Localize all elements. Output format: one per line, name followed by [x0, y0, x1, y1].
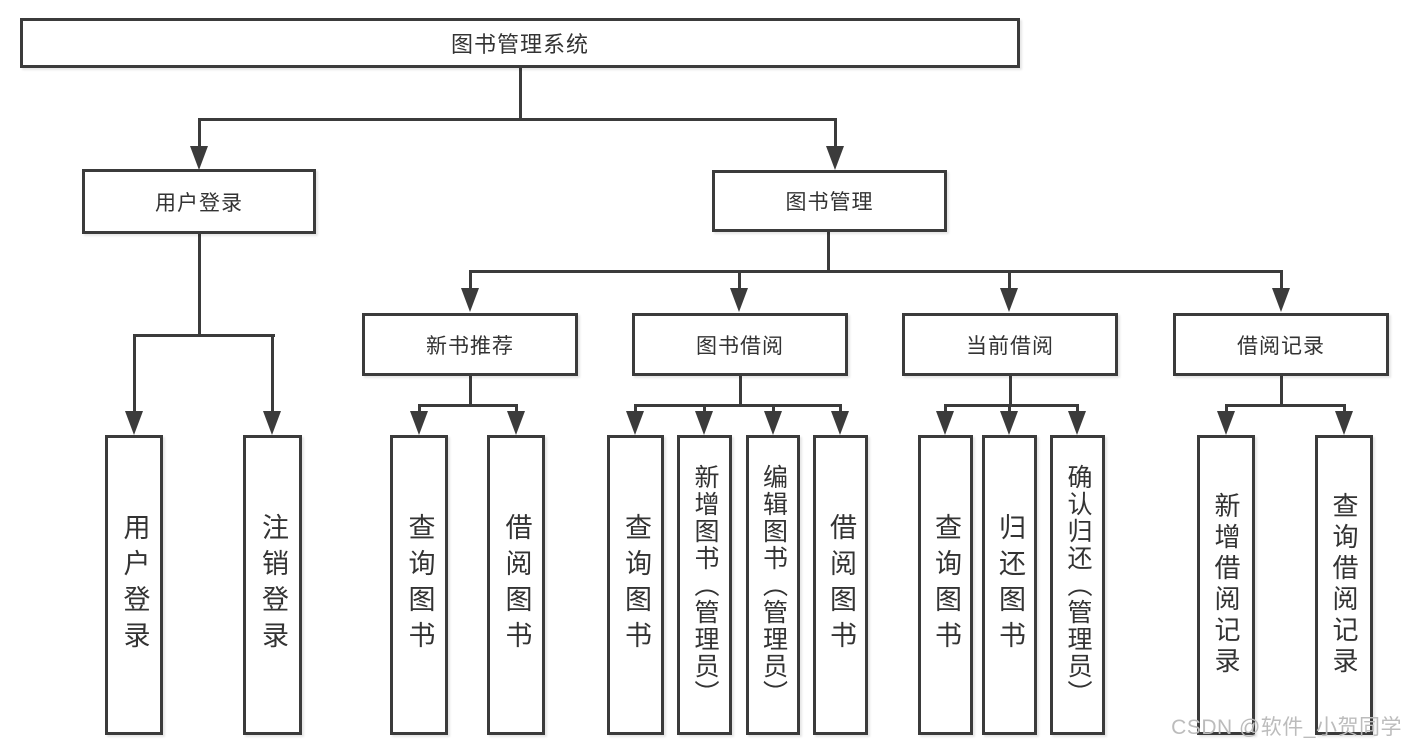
edge-root-stem: [519, 66, 522, 120]
arrowhead-down-icon: [764, 411, 782, 435]
leaf-query-book-rec: 查询图书: [390, 435, 448, 735]
edge-current-borrow-bar: [944, 404, 1079, 407]
leaf-borrow-book-rec-label: 借阅图书: [501, 513, 532, 657]
edge-stub: [839, 404, 842, 413]
arrowhead-down-icon: [936, 411, 954, 435]
leaf-borrow-book-rec: 借阅图书: [487, 435, 545, 735]
arrowhead-down-icon: [461, 288, 479, 312]
leaf-edit-book-admin: 编辑图书（管理员）: [746, 435, 800, 735]
edge-book-borrow-bar: [634, 404, 842, 407]
leaf-confirm-return-admin: 确认归还（管理员）: [1050, 435, 1105, 735]
arrowhead-down-icon: [1272, 288, 1290, 312]
csdn-watermark: CSDN @软件_小贺同学: [1171, 716, 1402, 739]
edge-stub: [1225, 404, 1228, 413]
edge-stub: [944, 404, 947, 413]
node-current-borrow: 当前借阅: [902, 313, 1118, 376]
edge-to-current-borrow: [1008, 270, 1011, 289]
edge-stub: [1076, 404, 1079, 413]
edge-borrow-records-stem: [1280, 374, 1283, 407]
leaf-user-login-label: 用户登录: [119, 513, 150, 657]
edge-book-borrow-stem: [739, 374, 742, 407]
leaf-query-borrow-record-label: 查询借阅记录: [1329, 492, 1359, 678]
leaf-borrow-book-borrow-label: 借阅图书: [826, 513, 856, 657]
edge-book-mgmt-stem: [827, 230, 830, 273]
arrowhead-down-icon: [1217, 411, 1235, 435]
arrowhead-down-icon: [263, 411, 281, 435]
arrowhead-down-icon: [626, 411, 644, 435]
edge-to-borrow-records: [1280, 270, 1283, 289]
edge-root-to-user-login: [198, 118, 201, 148]
edge-to-new-book-rec: [469, 270, 472, 289]
edge-to-leaf-user-login: [133, 334, 136, 412]
arrowhead-down-icon: [507, 411, 525, 435]
edge-borrow-records-bar: [1225, 404, 1346, 407]
leaf-add-book-admin-label: 新增图书（管理员）: [691, 463, 719, 707]
arrowhead-down-icon: [831, 411, 849, 435]
edge-book-mgmt-bar: [469, 270, 1283, 273]
arrowhead-down-icon: [695, 411, 713, 435]
arrowhead-down-icon: [826, 146, 844, 170]
leaf-query-book-borrow: 查询图书: [607, 435, 664, 735]
leaf-query-book-rec-label: 查询图书: [404, 513, 435, 657]
arrowhead-down-icon: [125, 411, 143, 435]
node-book-borrow: 图书借阅: [632, 313, 848, 376]
edge-stub: [1008, 404, 1011, 413]
edge-stub: [703, 404, 706, 413]
leaf-add-borrow-record: 新增借阅记录: [1197, 435, 1255, 735]
leaf-add-book-admin: 新增图书（管理员）: [677, 435, 732, 735]
leaf-user-login: 用户登录: [105, 435, 163, 735]
node-new-book-recommend: 新书推荐: [362, 313, 578, 376]
node-user-login: 用户登录: [82, 169, 316, 234]
edge-stub: [772, 404, 775, 413]
leaf-edit-book-admin-label: 编辑图书（管理员）: [759, 463, 788, 707]
edge-user-login-bar: [133, 334, 275, 337]
edge-new-book-rec-stem: [469, 374, 472, 407]
edge-user-login-stem: [198, 232, 201, 336]
edge-stub: [515, 404, 518, 413]
edge-root-bar: [198, 118, 837, 121]
arrowhead-down-icon: [1000, 288, 1018, 312]
node-root: 图书管理系统: [20, 18, 1020, 68]
leaf-query-book-current: 查询图书: [918, 435, 973, 735]
edge-new-book-rec-bar: [418, 404, 518, 407]
node-book-management: 图书管理: [712, 170, 947, 232]
leaf-return-book-label: 归还图书: [995, 513, 1025, 657]
leaf-borrow-book-borrow: 借阅图书: [813, 435, 868, 735]
edge-current-borrow-stem: [1009, 374, 1012, 407]
leaf-query-book-borrow-label: 查询图书: [621, 513, 651, 657]
leaf-logout-label: 注销登录: [258, 513, 288, 657]
edge-stub: [634, 404, 637, 413]
arrowhead-down-icon: [1335, 411, 1353, 435]
edge-to-book-borrow: [738, 270, 741, 289]
arrowhead-down-icon: [1000, 411, 1018, 435]
arrowhead-down-icon: [190, 146, 208, 170]
edge-stub: [418, 404, 421, 413]
arrowhead-down-icon: [1068, 411, 1086, 435]
leaf-return-book: 归还图书: [982, 435, 1037, 735]
edge-stub: [1343, 404, 1346, 413]
leaf-logout: 注销登录: [243, 435, 302, 735]
leaf-confirm-return-admin-label: 确认归还（管理员）: [1064, 463, 1092, 707]
edge-to-leaf-logout: [271, 334, 274, 412]
node-borrow-records: 借阅记录: [1173, 313, 1389, 376]
leaf-add-borrow-record-label: 新增借阅记录: [1211, 492, 1241, 678]
leaf-query-borrow-record: 查询借阅记录: [1315, 435, 1373, 735]
edge-root-to-book-mgmt: [834, 118, 837, 148]
arrowhead-down-icon: [730, 288, 748, 312]
leaf-query-book-current-label: 查询图书: [931, 513, 961, 657]
arrowhead-down-icon: [410, 411, 428, 435]
